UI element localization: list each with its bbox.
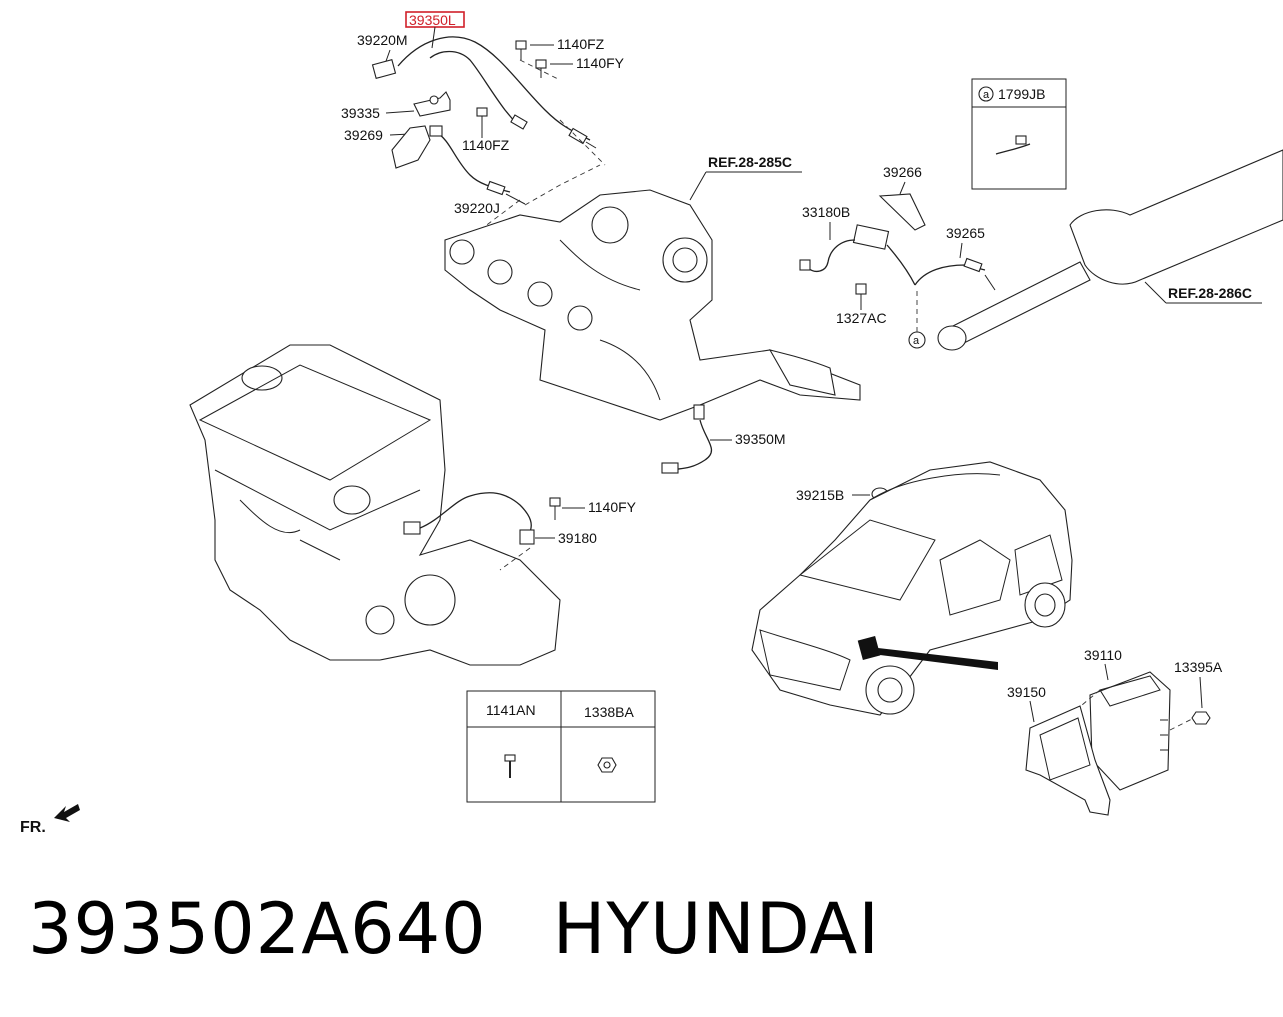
engine-block: [189, 344, 561, 666]
callout-1799JB[interactable]: 1799JB: [998, 86, 1045, 102]
callout-1327AC[interactable]: 1327AC: [836, 310, 887, 326]
callout-1140FY-lower[interactable]: 1140FY: [588, 499, 637, 515]
callout-1140FZ-mid[interactable]: 1140FZ: [462, 137, 510, 153]
callout-39180[interactable]: 39180: [558, 530, 597, 546]
callout-39150[interactable]: 39150: [1007, 684, 1046, 700]
table-header-1141AN: 1141AN: [486, 702, 536, 718]
callout-39220M[interactable]: 39220M: [357, 32, 408, 48]
crank-sensor-39180[interactable]: [403, 492, 535, 545]
nut-1327AC[interactable]: [855, 283, 867, 295]
table-header-1338BA: 1338BA: [584, 704, 634, 720]
bracket-39266[interactable]: [878, 193, 926, 231]
callout-39335[interactable]: 39335: [341, 105, 380, 121]
callout-13395A[interactable]: 13395A: [1174, 659, 1223, 675]
bracket-39150[interactable]: [1025, 705, 1111, 816]
footer: 393502A640 HYUNDAI: [28, 888, 880, 978]
callout-39350L[interactable]: 39350L: [409, 12, 456, 28]
callout-33180B[interactable]: 33180B: [802, 204, 850, 220]
exhaust-pipe-muffler: [937, 149, 1283, 351]
bolt-1140FZ-top[interactable]: [515, 40, 527, 60]
oxygen-sensor-39220J[interactable]: [429, 125, 526, 205]
exhaust-manifold-turbo: [444, 189, 861, 421]
part-number: 393502A640: [28, 888, 487, 970]
bolt-1140FY-lower[interactable]: [549, 497, 561, 520]
bracket-39335[interactable]: [413, 91, 451, 117]
bolt-1140FY-top[interactable]: [535, 59, 547, 78]
circle-a-label-inset: a: [983, 89, 990, 101]
parts-diagram: 39350L 39220M 1140FZ 1140FY 39335 39269 …: [20, 11, 1283, 836]
callout-39110[interactable]: 39110: [1084, 647, 1122, 663]
callout-ref-28-286c[interactable]: REF.28-286C: [1168, 285, 1252, 301]
callout-39266[interactable]: 39266: [883, 164, 922, 180]
front-indicator: FR.: [20, 819, 46, 836]
callout-39350M[interactable]: 39350M: [735, 431, 786, 447]
oxygen-sensor-39350L[interactable]: [371, 36, 597, 149]
nut-icon: [597, 757, 617, 773]
callout-1140FZ-top[interactable]: 1140FZ: [557, 36, 605, 52]
circle-a-label-main: a: [913, 335, 920, 347]
vehicle-illustration: [751, 461, 1073, 716]
front-arrow-icon: [54, 804, 80, 822]
oxygen-sensor-39350M[interactable]: [661, 404, 712, 474]
inset-box-1799JB: [971, 78, 1067, 190]
ecu-39110[interactable]: [1089, 671, 1171, 791]
callout-39220J[interactable]: 39220J: [454, 200, 500, 216]
callout-39269[interactable]: 39269: [344, 127, 383, 143]
fastener-table: [466, 690, 656, 803]
screw-icon: [504, 754, 516, 778]
callout-1140FY-top[interactable]: 1140FY: [576, 55, 625, 71]
bracket-39269[interactable]: [391, 125, 431, 169]
callout-39215B[interactable]: 39215B: [796, 487, 844, 503]
sensor-39265[interactable]: [914, 257, 996, 291]
bolt-1140FZ-mid[interactable]: [476, 107, 488, 127]
sensor-module-33180B[interactable]: [799, 224, 916, 286]
callout-ref-28-285c[interactable]: REF.28-285C: [708, 154, 792, 170]
callout-39265[interactable]: 39265: [946, 225, 985, 241]
brand-name: HYUNDAI: [552, 888, 880, 970]
pointer-arrow: [878, 648, 998, 670]
nut-13395A[interactable]: [1191, 711, 1211, 725]
